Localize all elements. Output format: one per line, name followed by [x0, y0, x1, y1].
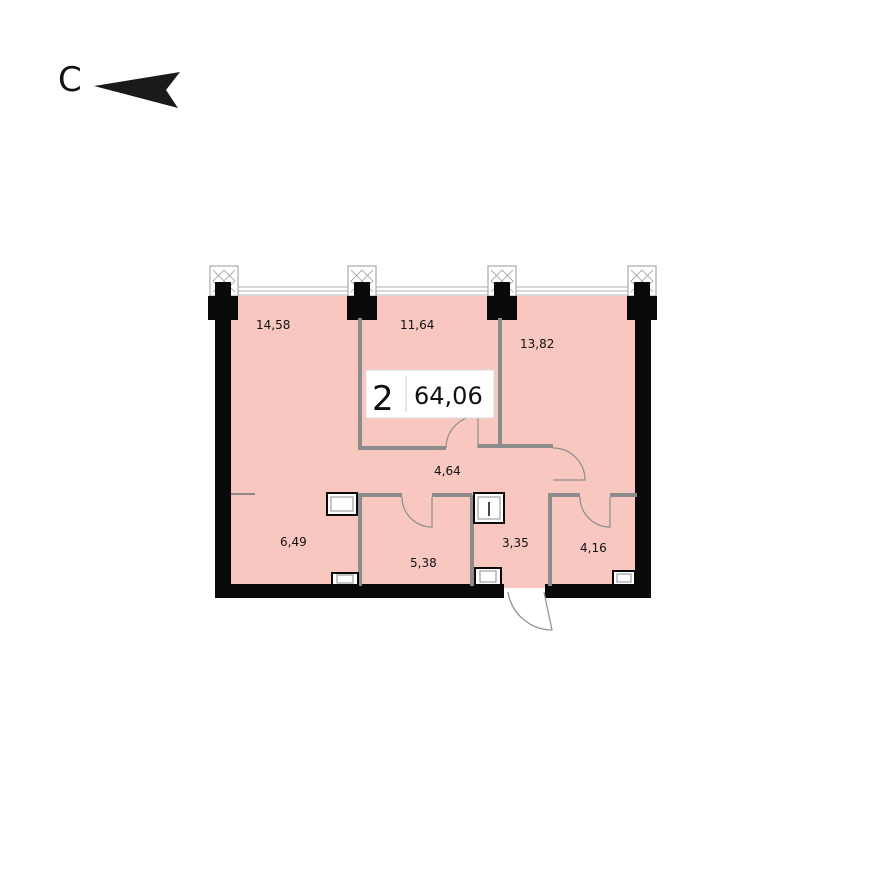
- rooms-count: 2: [372, 379, 394, 419]
- apartment-label: 2 64,06: [365, 369, 495, 419]
- apartment-label-box: [365, 369, 495, 419]
- toilet-bathroom: [331, 572, 359, 586]
- fixture-lower-right: [612, 570, 636, 586]
- floor-area: [230, 296, 635, 588]
- area-room-lower-right: 4,16: [580, 541, 607, 555]
- north-arrow-icon: [94, 72, 180, 108]
- area-bedroom-right: 13,82: [520, 337, 554, 351]
- shower-wc: [473, 492, 505, 524]
- entrance-notch-fill: [503, 584, 545, 588]
- area-bedroom-middle: 11,64: [400, 318, 434, 332]
- wall-right: [635, 296, 651, 598]
- wall-bottom-left: [215, 584, 504, 598]
- column-1: [208, 265, 239, 320]
- area-wc: 3,35: [502, 536, 529, 550]
- outer-walls: [215, 296, 651, 598]
- column-2: [347, 265, 377, 320]
- door-bathroom: [401, 496, 433, 528]
- inner-walls: [358, 318, 637, 586]
- wall-left: [215, 296, 231, 598]
- area-hallway: 4,64: [434, 464, 461, 478]
- room-area-labels: 14,58 11,64 13,82 4,64 6,49 5,38 3,35 4,…: [256, 318, 607, 570]
- doors: [401, 415, 611, 631]
- floor-fill: [230, 296, 635, 584]
- window-strip: [233, 286, 633, 296]
- area-bathroom: 5,38: [410, 556, 437, 570]
- facade-columns: [208, 265, 657, 320]
- sink-bathroom: [326, 492, 358, 516]
- column-3: [487, 265, 517, 320]
- area-room-lower-left: 6,49: [280, 535, 307, 549]
- compass-north-letter: С: [58, 60, 82, 100]
- wall-bottom-right: [545, 584, 651, 598]
- total-area: 64,06: [414, 382, 483, 410]
- compass: С: [58, 60, 180, 108]
- door-entrance: [507, 591, 553, 631]
- toilet-wc: [474, 567, 502, 586]
- fixtures: [326, 492, 636, 586]
- area-living-room: 14,58: [256, 318, 290, 332]
- door-lower-right: [579, 496, 611, 528]
- door-right-room: [552, 447, 586, 481]
